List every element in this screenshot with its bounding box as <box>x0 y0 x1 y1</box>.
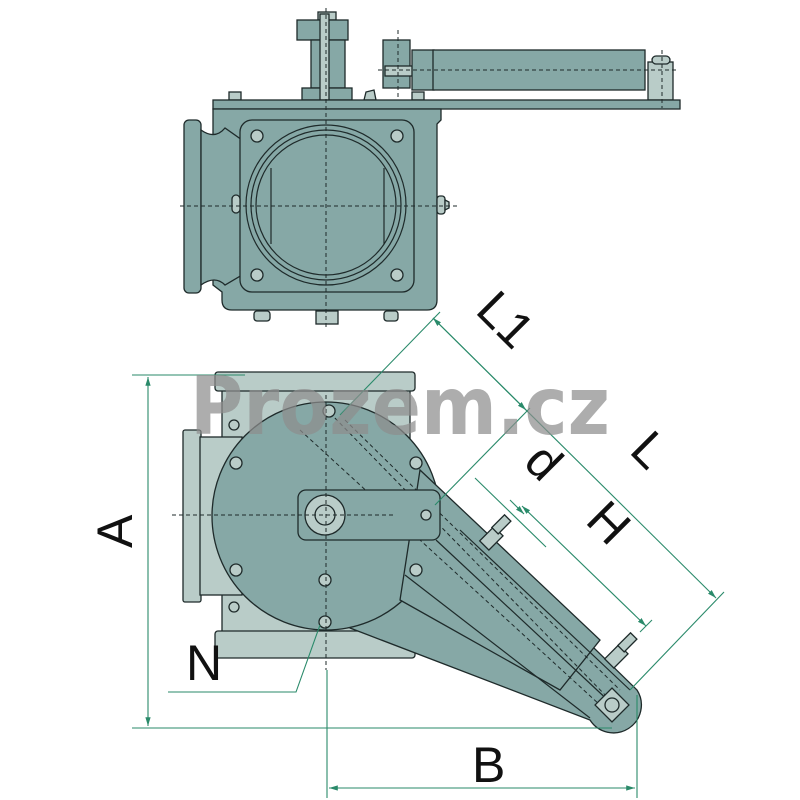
crank-pin <box>420 509 432 521</box>
top-view <box>180 8 681 330</box>
bottom-nut <box>383 310 399 322</box>
dim-N-leader <box>168 624 321 693</box>
cylinder-mount-bracket <box>382 39 411 89</box>
bolt-icon <box>250 129 264 143</box>
rod-end <box>616 631 638 653</box>
bolt-icon <box>409 563 423 577</box>
plate-bolt <box>411 91 425 101</box>
cylinder-end-pin <box>651 55 671 65</box>
dim-L1 <box>432 317 527 411</box>
dim-H <box>521 505 647 627</box>
grease-nipple <box>444 198 450 212</box>
small-bolt <box>228 601 240 613</box>
label-H: H <box>576 490 641 555</box>
arm-centerline <box>329 412 611 701</box>
mounting-plate <box>212 99 681 110</box>
bolt-icon <box>409 456 423 470</box>
cylinder-clevis <box>384 65 414 77</box>
bolt-icon <box>390 268 404 282</box>
dim-L1-extension <box>434 407 531 506</box>
dim-L-extension <box>339 311 441 416</box>
bolt-icon <box>322 404 336 418</box>
label-L1: L1 <box>466 280 545 359</box>
inlet-flange <box>183 119 202 294</box>
bottom-nut <box>253 310 271 322</box>
bolt-icon <box>390 129 404 143</box>
bolt-icon <box>250 268 264 282</box>
bottom-nut <box>315 310 339 325</box>
label-N: N <box>186 635 222 691</box>
pivot-pin <box>604 697 620 713</box>
flange-bolts <box>250 129 404 282</box>
hub-inner <box>314 504 336 526</box>
small-bolt <box>228 419 240 431</box>
top-bolt-shaft <box>319 13 330 101</box>
bolt-icon <box>318 573 332 587</box>
side-nut <box>436 195 446 215</box>
dim-H-extension <box>639 619 653 633</box>
arm-rod-edge <box>404 574 591 719</box>
watermark: Prozem.cz <box>190 360 610 453</box>
plate-bolt <box>228 91 242 101</box>
side-lug <box>231 194 241 214</box>
side-inlet-flange <box>182 429 202 603</box>
label-B: B <box>472 737 505 793</box>
label-A: A <box>87 514 143 548</box>
dim-L-extension <box>629 591 725 691</box>
cylinder-end-block <box>647 61 674 101</box>
top-outlet-flange <box>214 371 416 392</box>
bolt-icon <box>318 615 332 629</box>
bolt-icon <box>229 563 243 577</box>
dim-d-arrow <box>509 499 525 515</box>
bolt-icon <box>229 456 243 470</box>
plate-nut <box>363 89 377 101</box>
rod-end <box>490 513 512 535</box>
dimension-lines <box>132 311 725 798</box>
cover-bolts <box>229 404 423 629</box>
label-L: L <box>620 420 679 479</box>
